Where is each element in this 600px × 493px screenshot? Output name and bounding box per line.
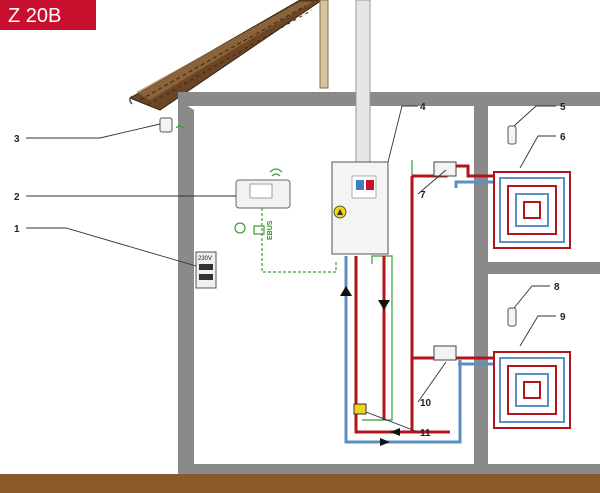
callout-10: 10 [420, 398, 432, 409]
flow-arrow-down [378, 300, 390, 310]
flow-arrow-left [380, 438, 390, 446]
power-unit: 230V [195, 251, 217, 289]
figure-badge: Z 20B [0, 0, 96, 30]
callout-2: 2 [14, 192, 20, 203]
sensor-icon [234, 222, 246, 234]
zone-valve-upper [433, 161, 457, 177]
roof [128, 0, 329, 111]
callout-3: 3 [14, 134, 20, 145]
ebus-label: EBUS [267, 220, 274, 240]
zone-valve-lower [433, 345, 457, 361]
room-controller [234, 168, 291, 235]
callout-11: 11 [420, 428, 431, 439]
flow-arrow-right [390, 428, 400, 436]
receiver-icon [253, 225, 265, 235]
flow-arrow-up [340, 286, 352, 296]
flue-pipe [355, 0, 371, 167]
floor [0, 474, 600, 493]
wireless-icon [175, 125, 185, 129]
outdoor-sensor [159, 117, 185, 133]
callout-labels: 1 2 3 4 5 6 7 8 9 10 11 [14, 102, 566, 439]
underfloor-loop-lower [493, 351, 571, 429]
boiler [331, 161, 389, 255]
wireless-icon [269, 168, 283, 177]
leader-lines [26, 105, 556, 433]
callout-8: 8 [554, 282, 560, 293]
mixing-module [353, 403, 367, 415]
callout-7: 7 [420, 190, 426, 201]
underfloor-loop-upper [493, 171, 571, 249]
callout-6: 6 [560, 132, 566, 143]
power-label: 230V [198, 256, 212, 262]
room-thermostat-lower [507, 307, 517, 327]
figure-badge-label: Z 20B [8, 5, 61, 27]
roof-beam [319, 0, 329, 89]
callout-4: 4 [420, 102, 426, 113]
room-thermostat-upper [507, 125, 517, 145]
callout-1: 1 [14, 224, 20, 235]
water-drop-icon [356, 180, 364, 190]
callout-5: 5 [560, 102, 566, 113]
figure-badge-bg [0, 0, 96, 30]
callout-9: 9 [560, 312, 566, 323]
heat-icon [366, 180, 374, 190]
